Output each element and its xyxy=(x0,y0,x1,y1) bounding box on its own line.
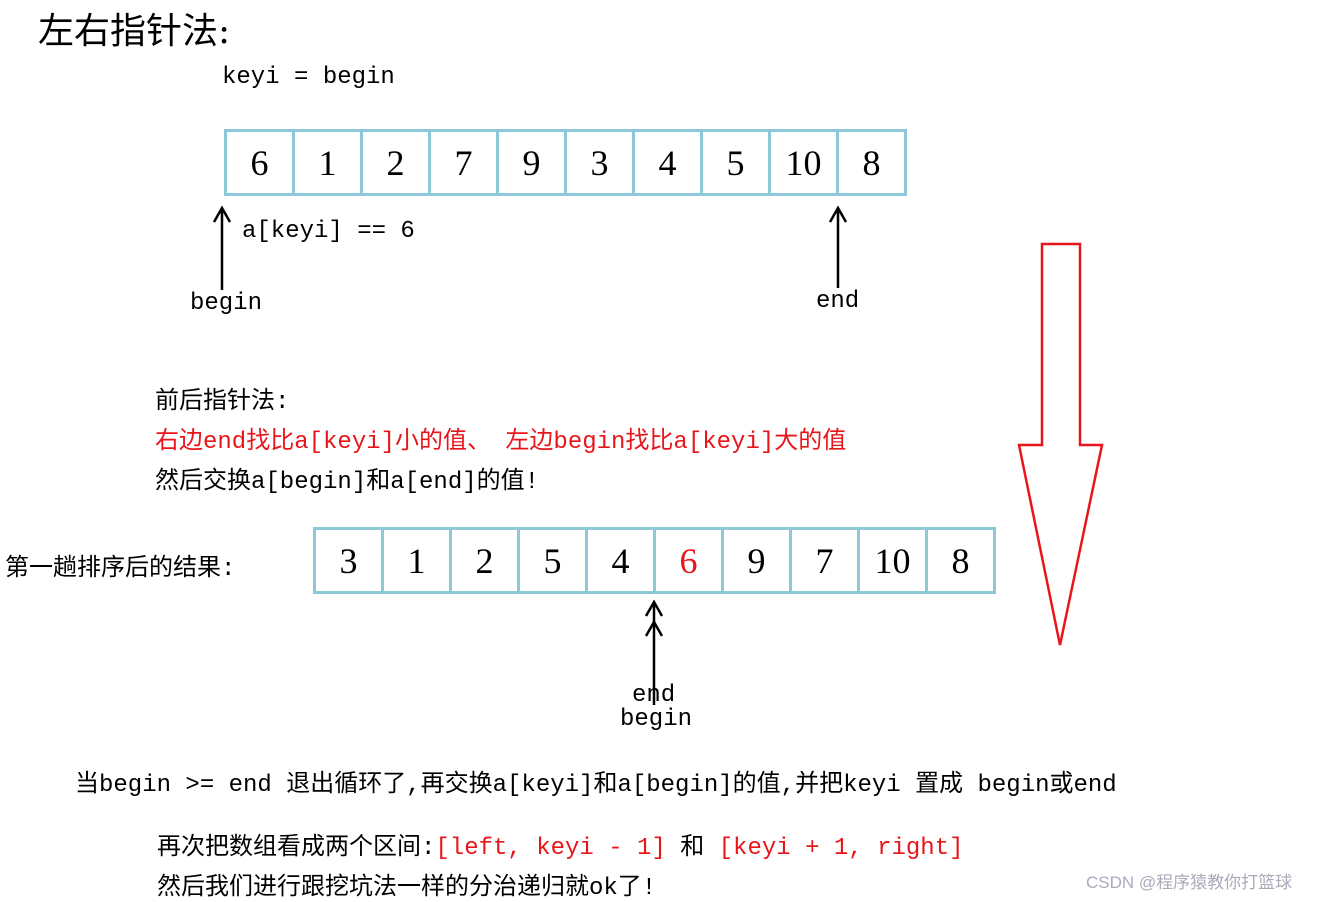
interval-prefix: 再次把数组看成两个区间: xyxy=(157,835,436,862)
array-cell: 8 xyxy=(839,132,907,193)
array-cell: 3 xyxy=(316,530,384,591)
array-cell: 4 xyxy=(635,132,703,193)
array-cell: 4 xyxy=(588,530,656,591)
array-cell: 2 xyxy=(363,132,431,193)
array-cell: 10 xyxy=(771,132,839,193)
array-cell: 9 xyxy=(499,132,567,193)
array-cell: 7 xyxy=(431,132,499,193)
array-cell: 7 xyxy=(792,530,860,591)
interval-left: [left, keyi - 1] xyxy=(435,835,666,862)
bottom-begin-label: begin xyxy=(620,706,693,733)
array-cell: 2 xyxy=(452,530,520,591)
array-cell: 5 xyxy=(703,132,771,193)
watermark: CSDN @程序猿教你打篮球 xyxy=(1086,873,1293,892)
keyi-label: keyi = begin xyxy=(222,64,395,91)
begin-arrow-icon xyxy=(212,205,232,290)
bottom-arrow-icon xyxy=(644,599,664,705)
method-heading: 前后指针法: xyxy=(155,389,290,416)
array-cell: 1 xyxy=(295,132,363,193)
interval-text: 再次把数组看成两个区间:[left, keyi - 1] 和 [keyi + 1… xyxy=(157,826,964,862)
array-cell: 10 xyxy=(860,530,928,591)
begin-label: begin xyxy=(190,290,263,317)
end-arrow-icon xyxy=(828,205,848,288)
down-arrow-icon xyxy=(1017,242,1104,646)
interval-and: 和 xyxy=(665,835,719,862)
method-swap: 然后交换a[begin]和a[end]的值! xyxy=(155,469,540,496)
array-cell: 1 xyxy=(384,530,452,591)
page-title: 左右指针法: xyxy=(38,11,231,52)
array-cell: 6 xyxy=(227,132,295,193)
array-cell: 6 xyxy=(656,530,724,591)
end-label: end xyxy=(816,288,860,315)
akeyi-label: a[keyi] == 6 xyxy=(242,218,415,245)
array-cell: 8 xyxy=(928,530,996,591)
array-cell: 9 xyxy=(724,530,792,591)
exit-text: 当begin >= end 退出循环了,再交换a[keyi]和a[begin]的… xyxy=(75,772,1117,799)
interval-right: [keyi + 1, right] xyxy=(718,835,964,862)
array-cell: 5 xyxy=(520,530,588,591)
method-rule: 右边end找比a[keyi]小的值、 左边begin找比a[keyi]大的值 xyxy=(155,429,847,456)
result-label: 第一趟排序后的结果: xyxy=(5,556,236,583)
array-cell: 3 xyxy=(567,132,635,193)
